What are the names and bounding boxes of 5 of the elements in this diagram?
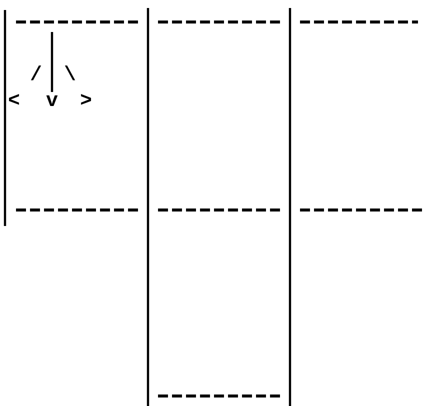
ascii-glyph: / [30,66,42,86]
ascii-glyph: > [80,92,92,112]
ascii-glyph: v [46,92,58,112]
ascii-glyph: < [8,92,20,112]
ascii-glyph: \ [64,66,76,86]
